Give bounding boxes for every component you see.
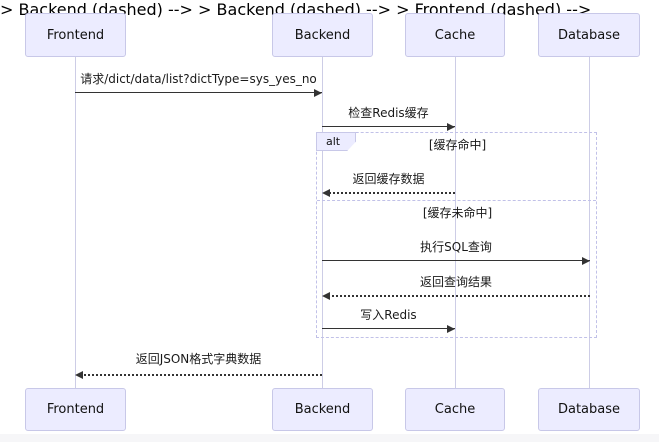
message-arrow xyxy=(322,328,455,329)
alt-frame-label: alt xyxy=(316,132,356,151)
participant-database-top: Database xyxy=(538,13,640,57)
lifeline-database xyxy=(589,57,590,388)
message-label: 执行SQL查询 xyxy=(420,240,492,254)
message-label: 返回JSON格式字典数据 xyxy=(135,352,262,366)
lifeline-frontend xyxy=(75,57,76,388)
participant-database-bottom: Database xyxy=(538,388,640,431)
message-arrow xyxy=(77,374,322,376)
message-arrow xyxy=(324,295,590,297)
message-label: 写入Redis xyxy=(360,308,417,322)
message-arrow xyxy=(322,260,590,261)
arrowhead-right-icon xyxy=(582,257,590,265)
page-footer-strip xyxy=(0,434,659,442)
alt-condition-hit: [缓存命中] xyxy=(428,138,487,152)
arrowhead-right-icon xyxy=(314,89,322,97)
message-arrow xyxy=(75,92,322,93)
arrowhead-left-icon xyxy=(322,292,330,300)
alt-divider xyxy=(317,200,596,201)
participant-frontend-bottom: Frontend xyxy=(25,388,126,431)
alt-condition-miss: [缓存未命中] xyxy=(422,206,493,220)
arrowhead-left-icon xyxy=(75,371,83,379)
participant-cache-bottom: Cache xyxy=(405,388,505,431)
message-arrow xyxy=(322,126,455,127)
message-label: 请求/dict/data/list?dictType=sys_yes_no xyxy=(80,72,317,86)
arrowhead-right-icon xyxy=(447,325,455,333)
lifeline-cache xyxy=(455,57,456,388)
participant-backend-bottom: Backend xyxy=(272,388,373,431)
alt-frame: alt [缓存命中] [缓存未命中] xyxy=(316,132,597,338)
lifeline-backend xyxy=(322,57,323,388)
message-label: 返回缓存数据 xyxy=(352,172,425,186)
arrowhead-left-icon xyxy=(322,189,330,197)
arrowhead-right-icon xyxy=(447,123,455,131)
message-arrow xyxy=(324,192,455,194)
message-label: 检查Redis缓存 xyxy=(348,106,429,120)
participant-backend-top: Backend xyxy=(272,13,373,57)
participant-cache-top: Cache xyxy=(405,13,505,57)
participant-frontend-top: Frontend xyxy=(25,13,126,57)
message-label: 返回查询结果 xyxy=(419,275,492,289)
